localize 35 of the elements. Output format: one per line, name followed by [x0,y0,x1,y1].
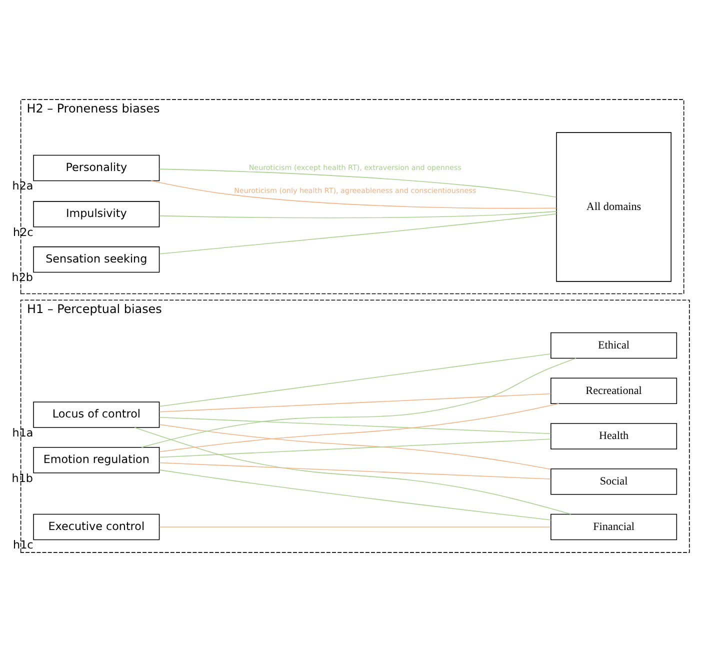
connector [141,358,576,448]
connector [159,470,552,520]
connector [159,213,557,254]
edge-label: Neuroticism (except health RT), extraversion and openness [248,162,462,172]
connector [158,168,557,198]
connector [159,211,557,218]
node-box: All domains [556,132,672,282]
node-box: Social [550,468,678,495]
node-box: Executive control [33,514,160,540]
node-label: h2c [13,226,34,239]
connector [150,180,557,209]
node-label: h1b [12,472,33,485]
node-box: Personality [33,154,160,182]
connector [159,462,552,480]
node-box: Sensation seeking [33,246,160,273]
connector [159,403,560,452]
node-label: h1c [13,538,34,552]
node-box: Impulsivity [33,201,160,228]
connector [159,438,552,458]
node-box: Ethical [550,332,678,359]
edge-label: Neuroticism (only health RT), agreeableness and conscientiousness [234,186,476,195]
connector [159,424,552,470]
node-label: h1a [12,426,34,440]
node-box: Recreational [550,378,678,404]
node-box: Emotion regulation [33,446,160,474]
node-box: Financial [550,514,678,540]
connector [134,427,572,515]
connector [159,526,552,528]
connector [159,416,552,434]
node-box: Locus of control [33,402,160,428]
connector [159,393,552,412]
node-box: Health [550,423,678,450]
node-label: h2a [12,180,34,193]
node-label: h2b [12,271,33,284]
connector [159,353,552,407]
